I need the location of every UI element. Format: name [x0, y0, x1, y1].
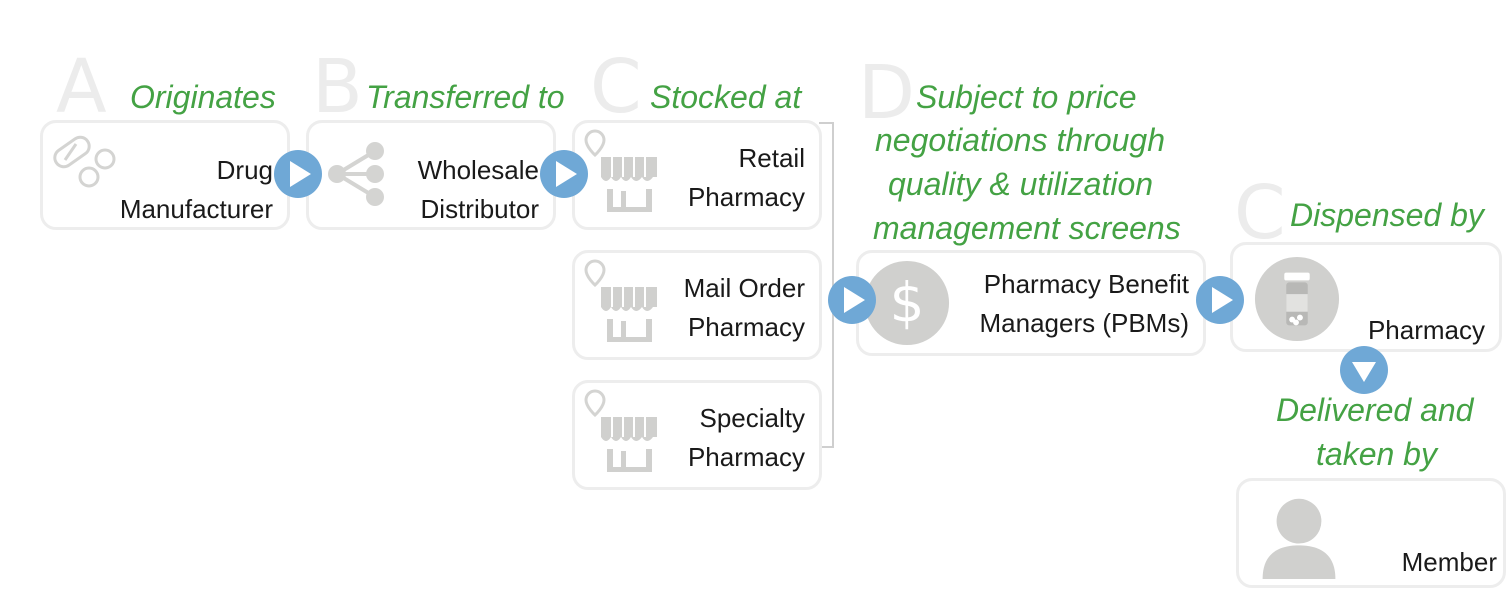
step-verb-pbm-line3: quality & utilization: [888, 166, 1154, 202]
play-arrow-icon: [1212, 287, 1233, 313]
retail-pharmacy-line2: Pharmacy: [687, 182, 805, 212]
pbm-line1: Pharmacy Benefit: [983, 269, 1189, 299]
storefront-icon: [584, 129, 657, 212]
svg-text:$: $: [890, 271, 925, 335]
step-verb-delivered-line1: Delivered and: [1276, 392, 1474, 428]
specialty-pharmacy-label: Specialty Pharmacy: [688, 399, 805, 477]
network-share-icon: [328, 142, 384, 206]
person-icon: [1262, 498, 1336, 579]
step-verb-delivered-line2: taken by: [1316, 436, 1437, 472]
mail-order-pharmacy-box: Mail Order Pharmacy: [572, 250, 822, 360]
step-verb-pbm-line2: negotiations through: [875, 122, 1165, 158]
dollar-icon: $: [864, 260, 950, 346]
pbm-line2: Managers (PBMs): [979, 308, 1190, 338]
mail-order-pharmacy-line2: Pharmacy: [687, 312, 805, 342]
pills-icon: [53, 135, 116, 188]
dispensing-pharmacy-label: Pharmacy: [1367, 315, 1485, 345]
play-arrow-icon: [290, 161, 311, 187]
drug-manufacturer-label: Drug Manufacturer: [120, 151, 273, 229]
step-letter-c-dispense: C: [1234, 170, 1286, 256]
specialty-pharmacy-line1: Specialty: [699, 403, 806, 433]
step-verb-dispensed: Dispensed by: [1290, 197, 1484, 233]
pbm-label: Pharmacy Benefit Managers (PBMs): [980, 265, 1190, 343]
flow-arrow-down: [1340, 346, 1388, 394]
play-arrow-icon: [844, 287, 865, 313]
retail-pharmacy-label: Retail Pharmacy: [688, 139, 805, 217]
storefront-icon: [584, 259, 657, 342]
step-verb-transferred: Transferred to: [366, 79, 565, 115]
pill-bottle-icon: [1254, 256, 1340, 342]
mail-order-pharmacy-line1: Mail Order: [683, 273, 805, 303]
retail-pharmacy-line1: Retail: [738, 143, 805, 173]
play-arrow-icon: [556, 161, 577, 187]
drug-manufacturer-line2: Manufacturer: [119, 194, 273, 224]
flow-arrow-c-d: [828, 276, 876, 324]
wholesale-distributor-label: Wholesale Distributor: [418, 151, 539, 229]
step-verb-originates: Originates: [130, 79, 276, 115]
step-letter-c: C: [590, 44, 642, 130]
drug-manufacturer-line1: Drug: [216, 155, 273, 185]
flow-arrow-d-dispense: [1196, 276, 1244, 324]
specialty-pharmacy-line2: Pharmacy: [687, 442, 805, 472]
retail-pharmacy-box: Retail Pharmacy: [572, 120, 822, 230]
storefront-icon: [584, 389, 657, 472]
member-box: Member: [1236, 478, 1506, 588]
wholesale-distributor-box: Wholesale Distributor: [306, 120, 556, 230]
member-label: Member: [1401, 547, 1497, 577]
step-verb-pbm-line4: management screens: [873, 210, 1181, 246]
wholesale-distributor-line2: Distributor: [420, 194, 539, 224]
step-verb-pbm-line1: Subject to price: [916, 79, 1137, 115]
pbm-box: $ Pharmacy Benefit Managers (PBMs): [856, 250, 1206, 356]
step-letter-a: A: [56, 44, 107, 130]
specialty-pharmacy-box: Specialty Pharmacy: [572, 380, 822, 490]
mail-order-pharmacy-label: Mail Order Pharmacy: [684, 269, 805, 347]
drug-manufacturer-box: Drug Manufacturer: [40, 120, 290, 230]
wholesale-distributor-line1: Wholesale: [417, 155, 539, 185]
step-letter-d: D: [858, 50, 915, 136]
flow-arrow-a-b: [274, 150, 322, 198]
play-arrow-down-icon: [1352, 362, 1376, 382]
step-verb-stocked: Stocked at: [650, 79, 802, 115]
flow-arrow-b-c: [540, 150, 588, 198]
dispensing-pharmacy-box: Pharmacy: [1230, 242, 1502, 352]
step-letter-b: B: [312, 44, 363, 130]
